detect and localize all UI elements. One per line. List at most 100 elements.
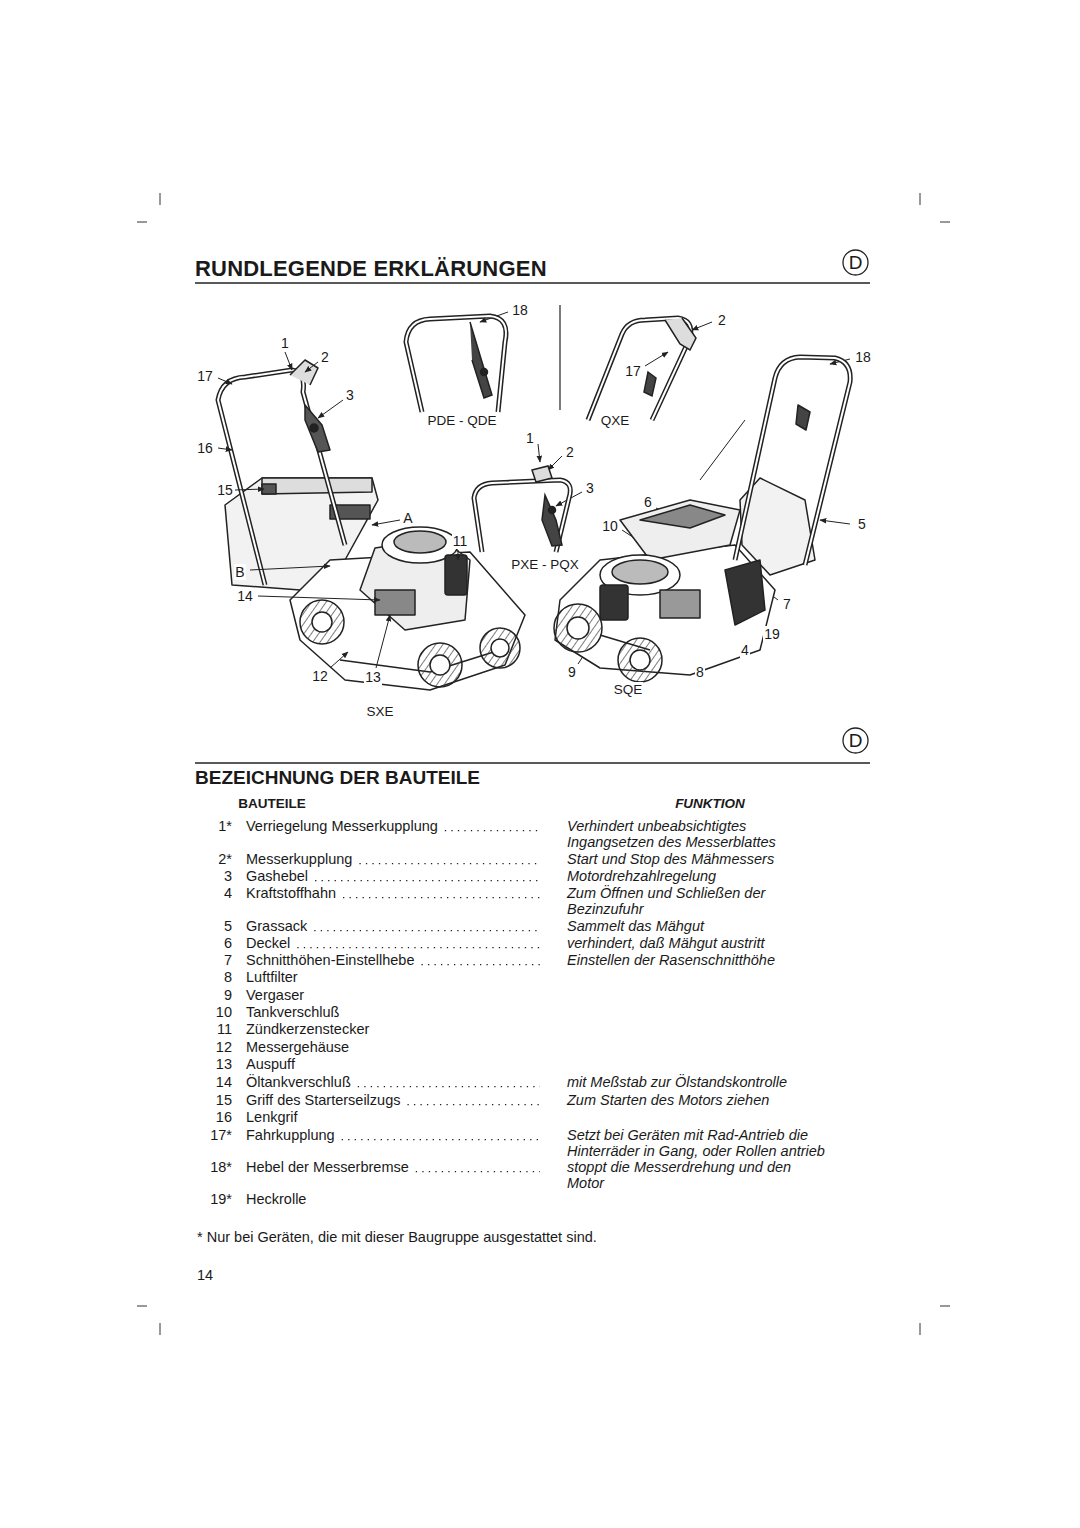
part-name: Messerkupplung <box>246 851 355 868</box>
illustration-stroke <box>160 193 161 205</box>
row-number: 1* <box>186 818 232 835</box>
illustration-stroke <box>137 1306 147 1307</box>
illustration-stroke <box>235 489 264 490</box>
part-function: Sammelt das Mähgut <box>567 918 877 934</box>
illustration-stroke <box>250 566 330 570</box>
part-name: Auspuff <box>246 1056 298 1073</box>
part-function: stoppt die Messerdrehung und den Motor <box>567 1159 807 1191</box>
illustration-stroke <box>474 480 570 552</box>
callout-number: 1 <box>525 430 535 446</box>
row-number: 8 <box>186 969 232 986</box>
illustration-stroke <box>554 604 602 652</box>
page-number: 14 <box>197 1267 213 1284</box>
badge-letter: D <box>842 727 869 754</box>
illustration-stroke <box>262 484 276 494</box>
row-number: 10 <box>186 1004 232 1021</box>
illustration-stroke <box>285 352 292 370</box>
crop-marks <box>137 193 950 1335</box>
row-number: 4 <box>186 885 232 902</box>
illustration-stroke <box>318 400 343 418</box>
dot-leader <box>343 897 540 898</box>
callout-number: 18 <box>511 302 529 318</box>
part-name: Verriegelung Messerkupplung <box>246 818 441 835</box>
callout-number: 5 <box>857 516 867 532</box>
illustration-stroke <box>218 370 345 585</box>
callout-number: 8 <box>695 664 705 680</box>
part-function: verhindert, daß Mähgut austritt <box>567 935 877 951</box>
dot-leader <box>407 1104 540 1105</box>
callout-number: 14 <box>236 588 254 604</box>
illustration-stroke <box>310 424 318 432</box>
part-name: Zündkerzenstecker <box>246 1021 372 1038</box>
handle-pxe-pqx <box>474 466 570 552</box>
illustration-stroke <box>445 555 467 595</box>
illustration-stroke <box>406 316 506 412</box>
illustration-stroke <box>542 495 562 546</box>
illustration-stroke <box>600 635 650 650</box>
illustration-stroke <box>430 655 450 675</box>
illustration-stroke <box>620 500 740 560</box>
illustration-stroke <box>538 444 540 462</box>
callout-number: 17 <box>624 363 642 379</box>
illustration-stroke <box>612 560 668 584</box>
rules <box>195 283 870 763</box>
illustration-stroke <box>532 466 552 482</box>
callout-number: A <box>402 510 413 526</box>
callout-number: 17 <box>196 368 214 384</box>
illustration-stroke <box>920 193 921 205</box>
row-number: 5 <box>186 918 232 935</box>
section-badge: D <box>842 727 869 754</box>
illustration-stroke <box>474 480 570 552</box>
illustration-stroke <box>258 596 380 600</box>
part-name: Gashebel <box>246 868 311 885</box>
illustration-stroke <box>394 531 446 553</box>
badge-letter: D <box>842 249 869 276</box>
callout-number: B <box>234 564 245 580</box>
part-name: Messergehäuse <box>246 1039 352 1056</box>
illustration-stroke <box>470 322 492 398</box>
illustration-stroke <box>735 357 850 565</box>
leader-lines <box>218 312 850 668</box>
illustration-stroke <box>700 420 745 480</box>
illustration-stroke <box>645 352 668 366</box>
part-function: Einstellen der Rasenschnitthöhe <box>567 952 877 968</box>
handle-qxe <box>588 318 696 420</box>
illustration-stroke <box>481 369 488 376</box>
part-name: Fahrkupplung <box>246 1127 338 1144</box>
dot-leader <box>358 1086 540 1087</box>
illustration-stroke <box>549 507 556 514</box>
callout-number: 1 <box>280 335 290 351</box>
illustration-stroke <box>262 478 372 494</box>
footnote: * Nur bei Geräten, die mit dieser Baugru… <box>197 1229 597 1246</box>
illustration-stroke <box>665 318 696 350</box>
illustration-stroke <box>300 600 344 644</box>
part-function: Motordrehzahlregelung <box>567 868 877 884</box>
illustration-stroke <box>820 520 850 524</box>
dot-leader <box>314 930 540 931</box>
illustration-stroke <box>555 545 775 675</box>
row-number: 9 <box>186 987 232 1004</box>
illustration-stroke <box>600 585 628 620</box>
callout-number: 3 <box>585 480 595 496</box>
part-function: Zum Öffnen und Schließen der Bezinzufuhr <box>567 885 797 917</box>
illustration-stroke <box>559 305 560 410</box>
dot-leader <box>421 964 540 965</box>
dot-leader <box>342 1139 540 1140</box>
page-title: RUNDLEGENDE ERKLÄRUNGEN <box>195 256 547 281</box>
row-number: 16 <box>186 1109 232 1126</box>
model-name: PDE - QDE <box>426 413 497 429</box>
callout-number: 10 <box>601 518 619 534</box>
part-name: Kraftstoffhahn <box>246 885 339 902</box>
callout-number: 15 <box>216 482 234 498</box>
row-number: 19* <box>186 1191 232 1208</box>
illustration-stroke <box>305 362 318 372</box>
badge-outline <box>843 728 868 753</box>
callout-number: 3 <box>345 387 355 403</box>
illustration-stroke <box>491 639 509 657</box>
callout-number: 19 <box>763 626 781 642</box>
callout-number: 11 <box>452 533 469 549</box>
dot-leader <box>416 1171 540 1172</box>
illustration-stroke <box>375 590 415 615</box>
illustration-stroke <box>418 643 462 687</box>
